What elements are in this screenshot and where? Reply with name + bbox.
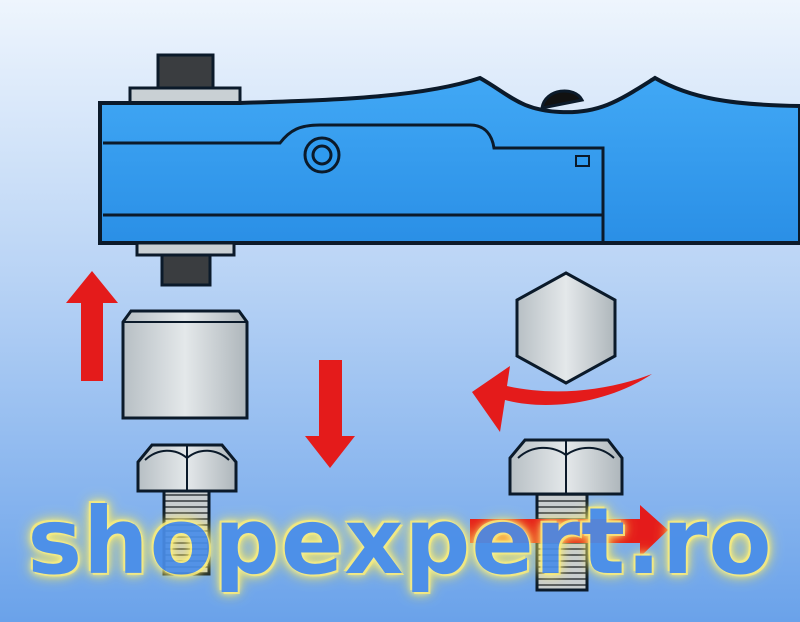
arrow-rotate-ccw-icon [472,366,652,432]
arrow-down-icon [305,360,355,468]
wrench-body [98,75,800,245]
hex-nut [515,271,617,385]
arrow-right-icon [470,505,668,557]
arrow-up-icon [66,271,118,381]
hex-bolt-left [136,443,238,576]
direction-lever [540,89,585,110]
drive-bottom [135,241,236,287]
socket [121,309,249,420]
